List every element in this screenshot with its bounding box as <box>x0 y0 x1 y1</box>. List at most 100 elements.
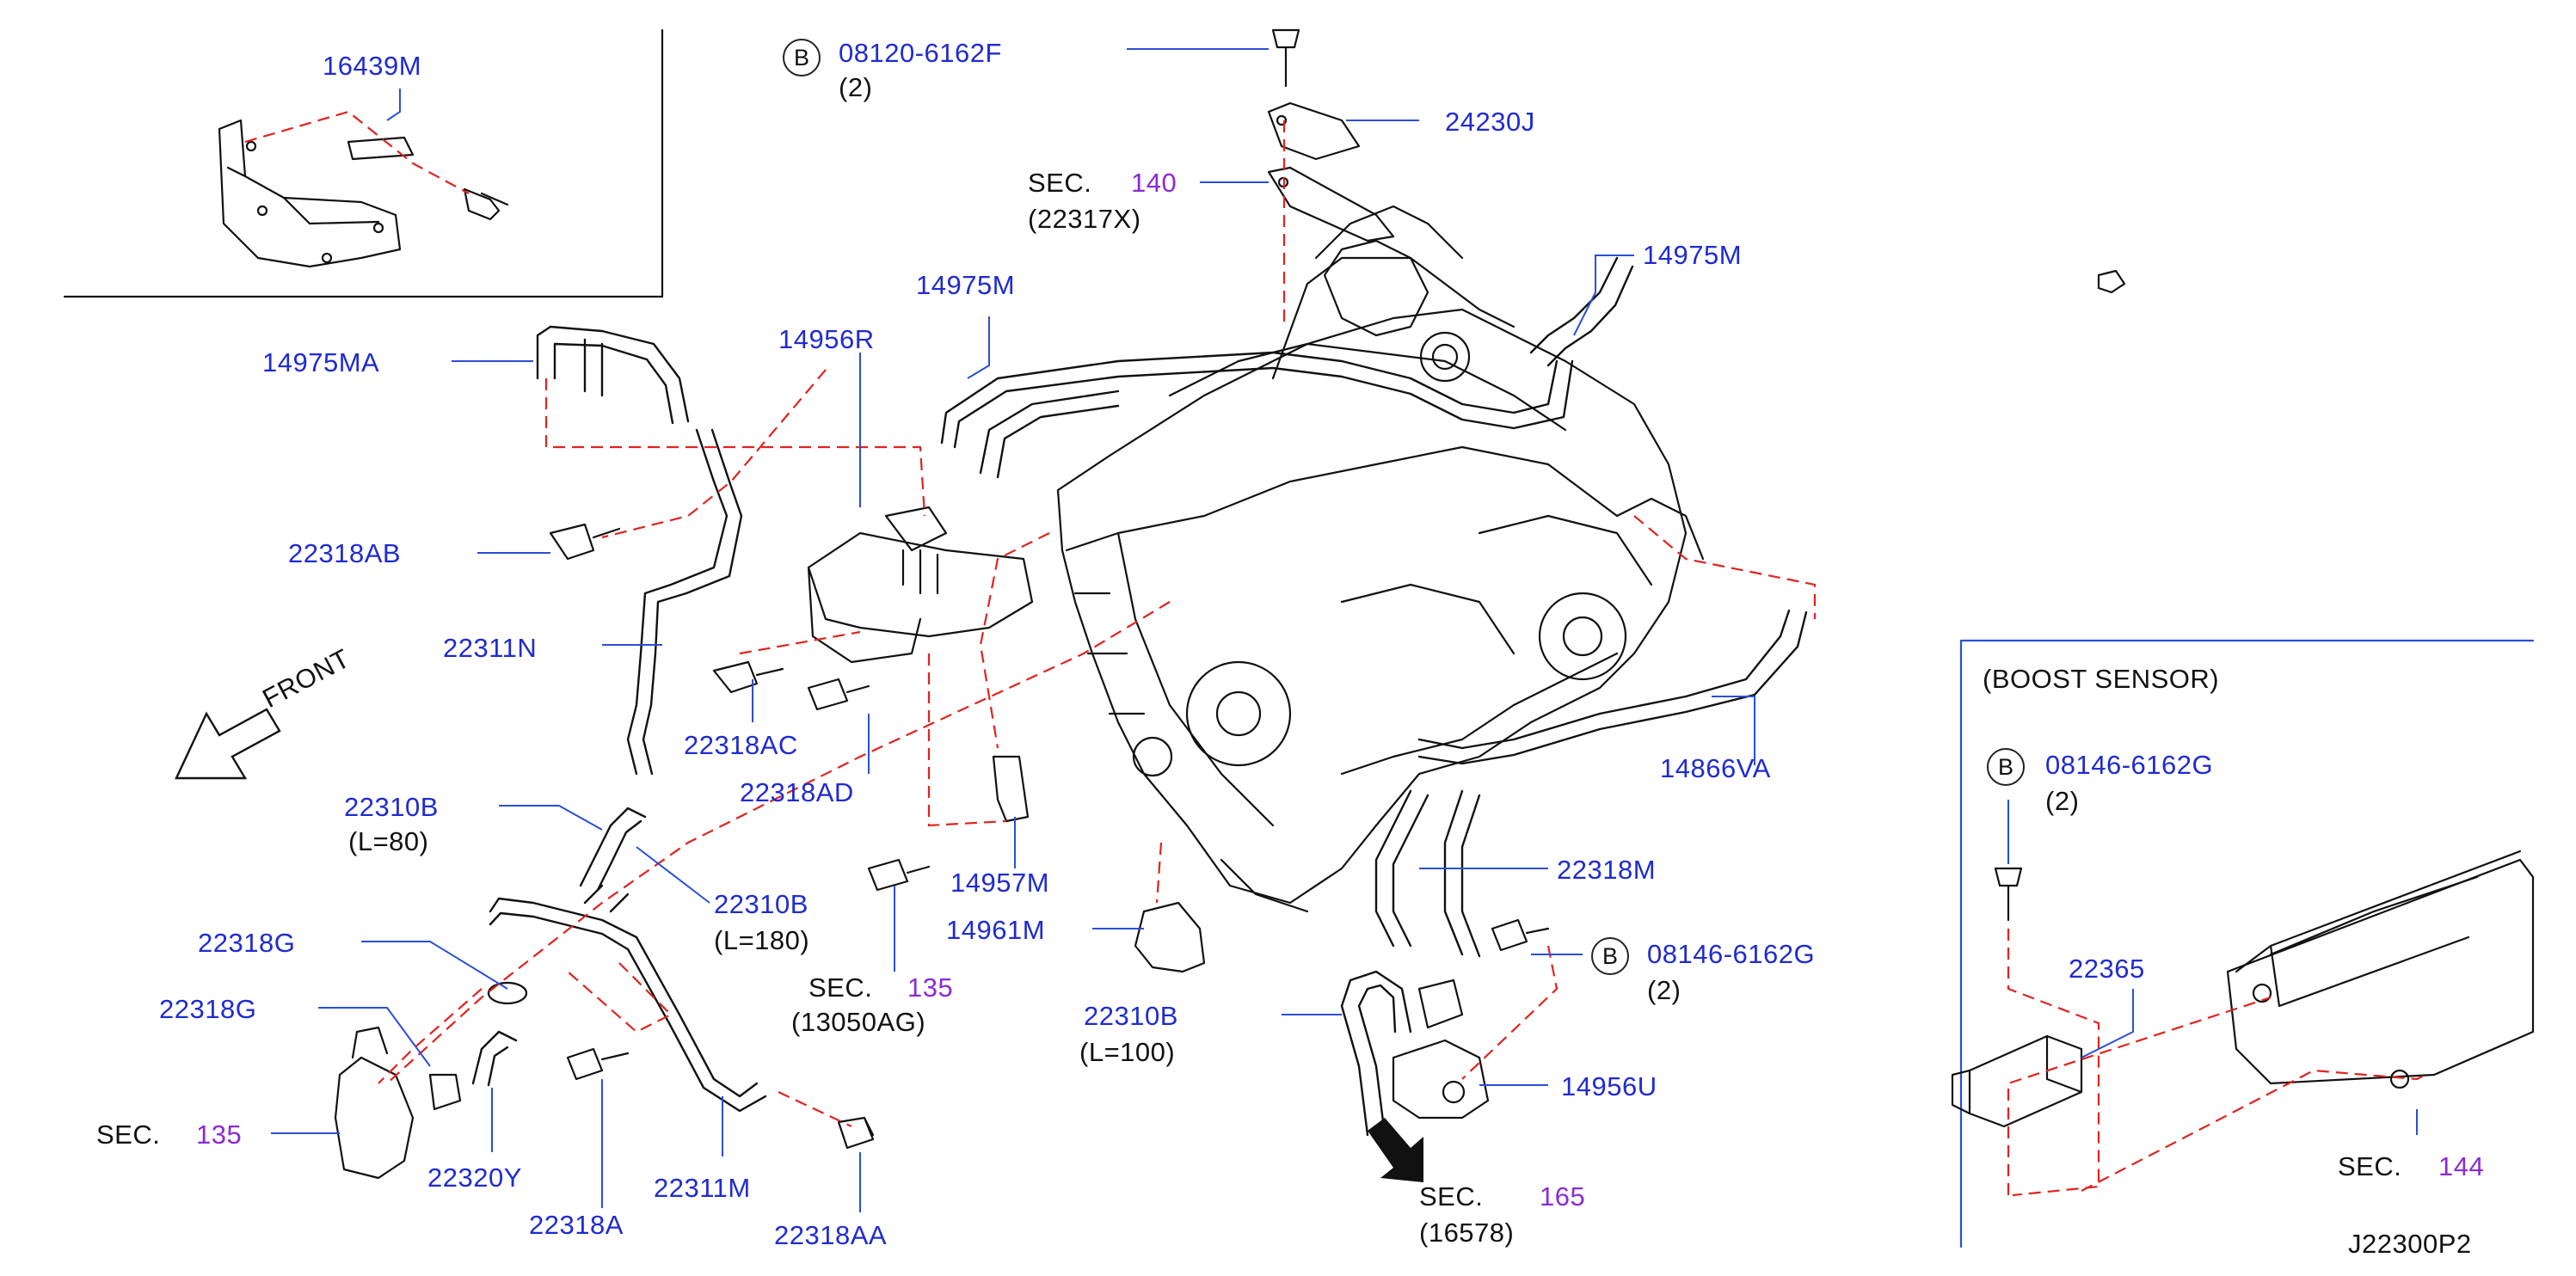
dash-22318AA <box>778 1091 852 1127</box>
label-22310B-180: 22310B <box>714 889 808 919</box>
b-marker-08146-b: B <box>1987 748 2025 786</box>
leader-22318G-a <box>361 941 508 990</box>
dash-16439M <box>244 110 470 194</box>
sec140-ref: (22317X) <box>1028 204 1141 234</box>
len-22310B-80: (L=80) <box>348 826 429 856</box>
label-sec135-b: SEC. <box>808 972 873 1003</box>
hose-14866VA-drawing <box>1417 609 1808 765</box>
hose-22320Y-drawing <box>471 1030 518 1087</box>
dash-boost-c <box>2007 996 2272 1195</box>
label-14975M-a: 14975M <box>916 270 1016 300</box>
leader-22365 <box>2081 989 2134 1058</box>
qty-08146-6162G-b: (2) <box>2045 786 2080 816</box>
label-22365: 22365 <box>2069 954 2145 984</box>
label-22318AA: 22318AA <box>774 1220 888 1250</box>
throttle-valve-sec135-drawing <box>334 1026 462 1180</box>
label-22311M: 22311M <box>654 1173 751 1203</box>
label-08146-6162G-a: 08146-6162G <box>1647 939 1816 969</box>
sec165-number: 165 <box>1540 1181 1586 1212</box>
b-marker-08146-a: B <box>1591 937 1629 975</box>
label-14975MA: 14975MA <box>262 347 380 377</box>
leader-14975M-a <box>967 316 990 379</box>
hose-22318M-drawing <box>1374 789 1481 958</box>
label-14975M-b: 14975M <box>1643 240 1743 270</box>
label-16439M: 16439M <box>323 51 422 81</box>
label-22318M: 22318M <box>1557 855 1657 885</box>
sec165-ref: (16578) <box>1419 1218 1515 1248</box>
dash-boost-b <box>2081 1069 2426 1192</box>
boost-sensor-22365-drawing <box>1951 1034 2083 1128</box>
label-14866VA: 14866VA <box>1660 753 1771 783</box>
clip-14961M-drawing <box>1134 901 1206 973</box>
label-14956U: 14956U <box>1561 1071 1657 1101</box>
dash-14975MA <box>544 378 926 517</box>
dash-14957M <box>927 653 1007 827</box>
sec165-arrow-icon <box>1368 1118 1423 1182</box>
dash-22318G <box>378 988 483 1084</box>
sec140-number: 140 <box>1131 168 1177 198</box>
label-22320Y: 22320Y <box>427 1163 522 1193</box>
label-14956R: 14956R <box>778 324 875 354</box>
dash-to-22310B <box>386 601 1171 1084</box>
label-sec140: SEC. <box>1028 168 1092 198</box>
hose-14975M-drawing <box>940 256 1634 479</box>
pipe-22311N-drawing <box>626 428 743 776</box>
bracket-16439M-drawing <box>218 119 509 268</box>
inset-frame-top-left <box>63 28 664 298</box>
dash-22318AC <box>739 630 861 655</box>
label-14961M: 14961M <box>946 915 1046 945</box>
front-arrow-icon <box>175 708 281 780</box>
label-08146-6162G-b: 08146-6162G <box>2045 750 2214 780</box>
qty-08146-6162G-a: (2) <box>1647 975 1681 1005</box>
inset-frame-boost-sensor <box>1959 639 2535 1248</box>
dash-14956R <box>601 369 827 539</box>
label-24230J: 24230J <box>1445 107 1535 137</box>
hose-22310B-100-drawing <box>1340 970 1412 1137</box>
label-sec135-a: SEC. <box>96 1120 161 1150</box>
boost-sensor-title: (BOOST SENSOR) <box>1983 664 2220 694</box>
label-22318G-a: 22318G <box>198 928 296 958</box>
leader-14975M-b <box>1573 255 1634 336</box>
sec135-b-number: 135 <box>907 972 954 1003</box>
label-22318AC: 22318AC <box>684 730 798 760</box>
label-14957M: 14957M <box>950 868 1050 898</box>
leader-22318G-b <box>318 1007 431 1067</box>
b-marker-08120: B <box>783 39 821 77</box>
dash-22311M <box>567 962 673 1034</box>
hose-14975MA-drawing <box>536 325 690 425</box>
sec135-b-ref: (13050AG) <box>791 1007 926 1037</box>
len-22310B-180: (L=180) <box>714 925 810 955</box>
intake-pipe-sec144-drawing <box>2226 850 2535 1089</box>
hose-22310B-80-drawing <box>579 807 647 913</box>
solenoid-14956R-drawing <box>807 506 1034 664</box>
qty-08120-6162F: (2) <box>839 72 873 102</box>
label-22318A: 22318A <box>529 1210 624 1240</box>
dash-14956U <box>1461 945 1559 1080</box>
sec135-a-number: 135 <box>196 1120 243 1150</box>
label-sec165: SEC. <box>1419 1181 1484 1212</box>
diagram-code: J22300P2 <box>2348 1229 2472 1259</box>
dash-center <box>979 532 1050 749</box>
engine-assembly-drawing <box>1056 205 1705 913</box>
dash-14866VA <box>1633 515 1817 619</box>
solenoid-14956U-drawing <box>1392 978 1490 1120</box>
label-22318G-b: 22318G <box>159 994 257 1024</box>
leader-14866VA <box>1712 696 1755 765</box>
label-22318AB: 22318AB <box>288 538 402 568</box>
clamp-22318G-drawing <box>487 981 528 1005</box>
bracket-sec140-drawing <box>1267 166 1395 242</box>
label-22310B-100: 22310B <box>1084 1001 1178 1031</box>
label-22310B-80: 22310B <box>344 792 439 822</box>
len-22310B-100: (L=100) <box>1079 1037 1176 1067</box>
label-08120-6162F: 08120-6162F <box>839 38 1002 68</box>
bracket-24230J-drawing <box>1267 101 1361 161</box>
leader-16439M <box>386 89 401 121</box>
label-sec144: SEC. <box>2338 1151 2402 1181</box>
sec144-number: 144 <box>2438 1151 2485 1181</box>
label-22311N: 22311N <box>443 633 538 663</box>
leader-22310B-180 <box>636 846 710 904</box>
bolts-drawing <box>549 28 2126 1150</box>
dash-boost-a <box>2007 929 2100 1197</box>
